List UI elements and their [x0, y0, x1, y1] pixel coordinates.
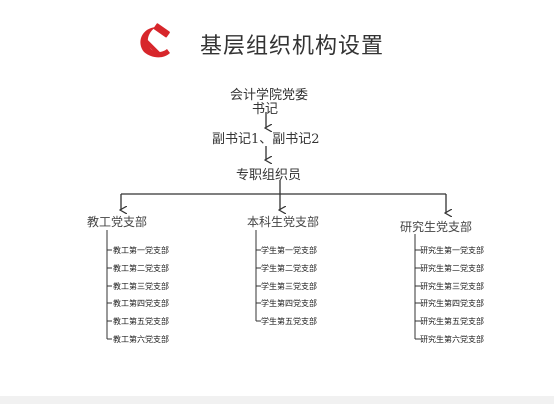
branch-item: 学生第三党支部: [261, 282, 317, 291]
branch-item: 学生第五党支部: [261, 317, 317, 326]
root-node-role: 书记: [252, 102, 279, 117]
branch-item: 教工第二党支部: [113, 264, 169, 273]
staff-node: 专职组织员: [236, 168, 302, 183]
branch-title-faculty: 教工党支部: [87, 215, 148, 229]
deputy-node: 副书记1、副书记2: [212, 128, 320, 147]
branch-item: 研究生第二党支部: [420, 264, 484, 273]
root-node-title: 会计学院党委: [230, 88, 309, 103]
branch-item: 研究生第五党支部: [420, 317, 484, 326]
branch-item: 教工第四党支部: [113, 299, 169, 308]
deputy-1: 副书记1: [212, 132, 260, 147]
page-title: 基层组织机构设置: [200, 34, 385, 59]
footer-strip: [0, 396, 554, 404]
branch-title-undergrad: 本科生党支部: [247, 215, 320, 229]
branch-item: 研究生第一党支部: [420, 246, 484, 255]
branch-item: 学生第四党支部: [261, 299, 317, 308]
party-emblem-icon: [140, 23, 170, 58]
deputy-separator: 、: [259, 132, 273, 147]
deputy-2: 副书记2: [272, 132, 320, 147]
branch-item: 研究生第六党支部: [420, 335, 484, 344]
branch-item: 教工第六党支部: [113, 335, 169, 344]
branch-item: 研究生第三党支部: [420, 282, 484, 291]
branch-item: 教工第一党支部: [113, 246, 169, 255]
branch-item: 教工第五党支部: [113, 317, 169, 326]
branch-item: 研究生第四党支部: [420, 299, 484, 308]
branch-item: 学生第一党支部: [261, 246, 317, 255]
branch-title-graduate: 研究生党支部: [400, 220, 473, 234]
branch-item: 教工第三党支部: [113, 282, 169, 291]
branch-item: 学生第二党支部: [261, 264, 317, 273]
